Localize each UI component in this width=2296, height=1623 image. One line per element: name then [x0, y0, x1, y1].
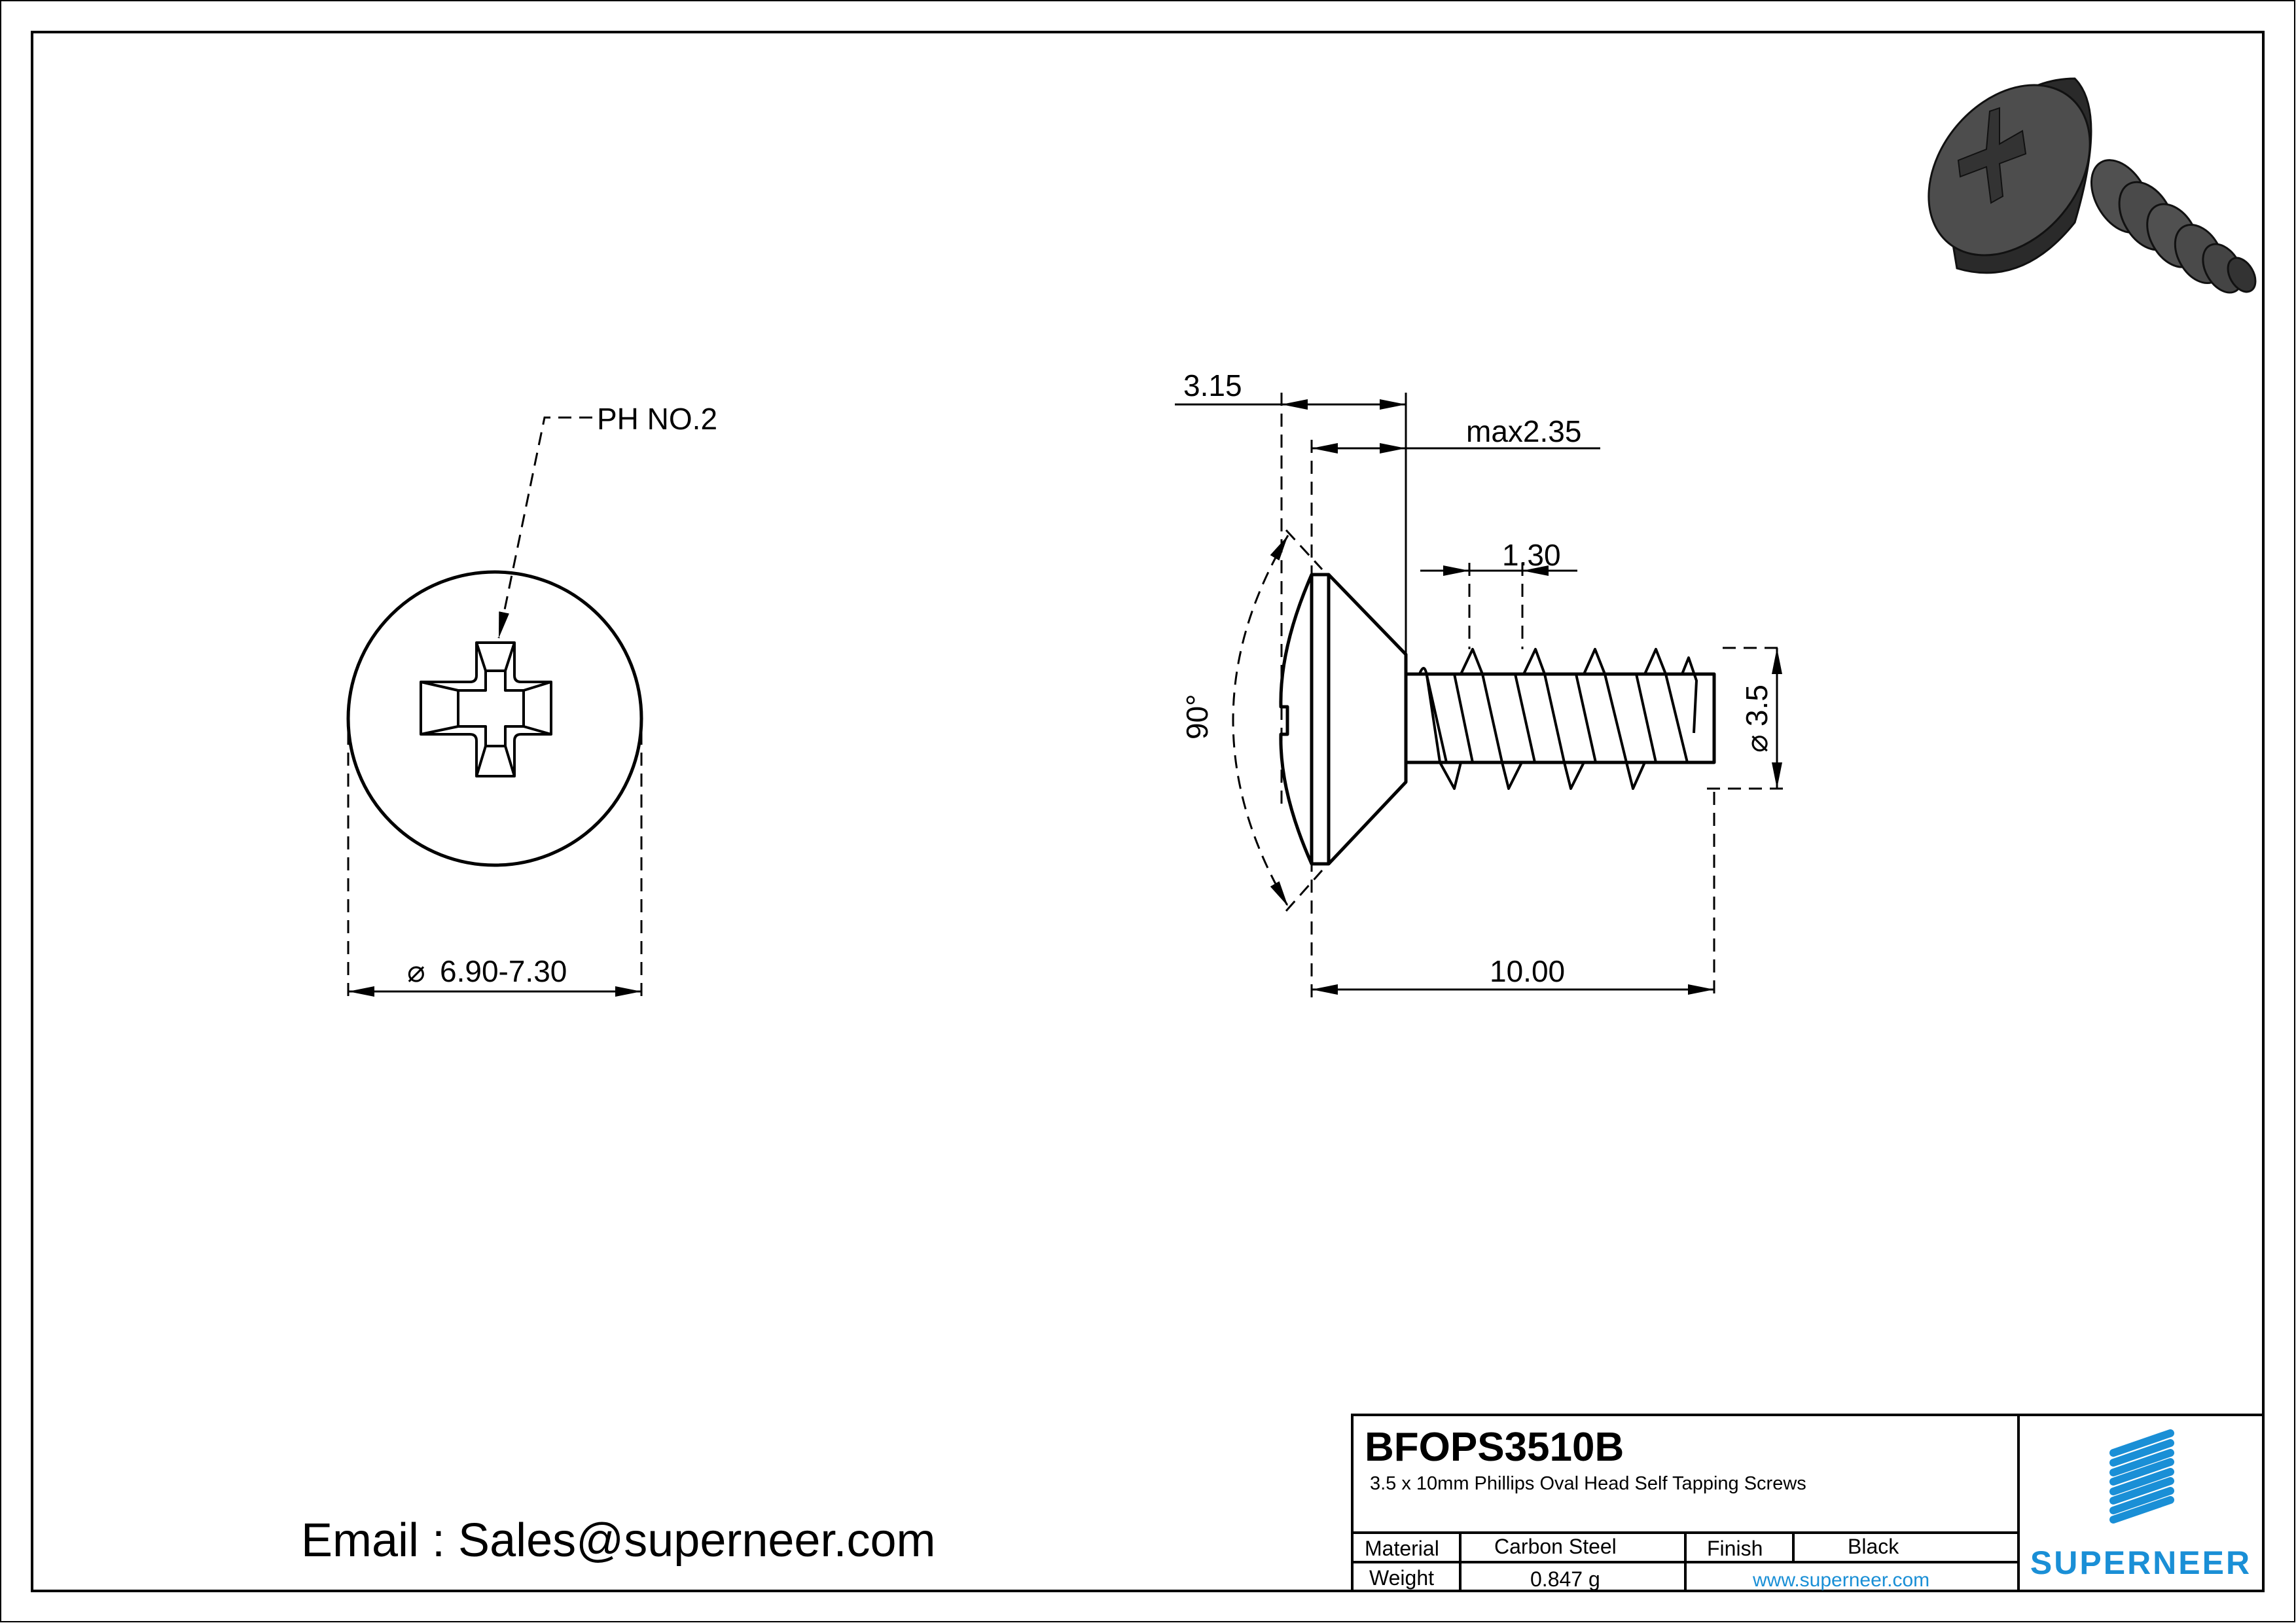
angle-ext-bottom [1285, 870, 1323, 912]
recess-callout-label: PH NO.2 [597, 402, 717, 436]
angle-ext-top [1285, 529, 1323, 571]
thread-diameter-label: 3.5 [1740, 685, 1774, 726]
head-rim [1310, 573, 1331, 866]
threads [1418, 648, 1698, 790]
contact-email: Email : Sales@superneer.com [301, 1514, 936, 1567]
phillips-recess-3d-icon [1957, 107, 2027, 204]
weight-label: Weight [1369, 1566, 1434, 1590]
side-view: 3.15 max2.35 1.30 90° ⌀ 3.5 10.00 [1175, 368, 1785, 1001]
head-view: PH NO.2 ⌀ 6.90-7.30 [346, 402, 717, 998]
thread-diameter-symbol: ⌀ [1740, 734, 1774, 753]
countersink-depth-label: max2.35 [1466, 414, 1581, 448]
drawing-frame [31, 31, 2265, 1592]
head-diameter-label: 6.90-7.30 [440, 954, 567, 988]
screw-3d-render [1928, 77, 2257, 294]
part-number: BFOPS3510B [1365, 1425, 1624, 1470]
superneer-logo-text: SUPERNEER [2030, 1544, 2251, 1581]
title-block: BFOPS3510B 3.5 x 10mm Phillips Oval Head… [1351, 1414, 2265, 1592]
countersink-cone [1327, 573, 1408, 865]
thread-rings [2090, 159, 2257, 294]
length-label: 10.00 [1490, 954, 1565, 988]
callout-leader-line [497, 416, 592, 639]
superneer-logo-icon [2109, 1429, 2174, 1524]
finish-label: Finish [1707, 1537, 1763, 1560]
diameter-symbol: ⌀ [407, 954, 425, 988]
head-height-label: 3.15 [1183, 368, 1242, 402]
thread-pitch-label: 1.30 [1502, 538, 1561, 572]
website-link[interactable]: www.superneer.com [1752, 1569, 1929, 1591]
part-description: 3.5 x 10mm Phillips Oval Head Self Tappi… [1370, 1473, 1806, 1494]
angle-label: 90° [1180, 694, 1214, 740]
material-value: Carbon Steel [1494, 1535, 1617, 1558]
finish-value: Black [1848, 1535, 1899, 1558]
head-outline-circle [346, 570, 643, 867]
shank-core [1406, 672, 1716, 764]
weight-value: 0.847 g [1530, 1567, 1600, 1591]
phillips-recess-icon [420, 641, 552, 777]
angle-arc [1232, 535, 1289, 907]
head-face [1928, 84, 2091, 257]
oval-dome [1279, 573, 1314, 865]
material-label: Material [1365, 1537, 1439, 1560]
